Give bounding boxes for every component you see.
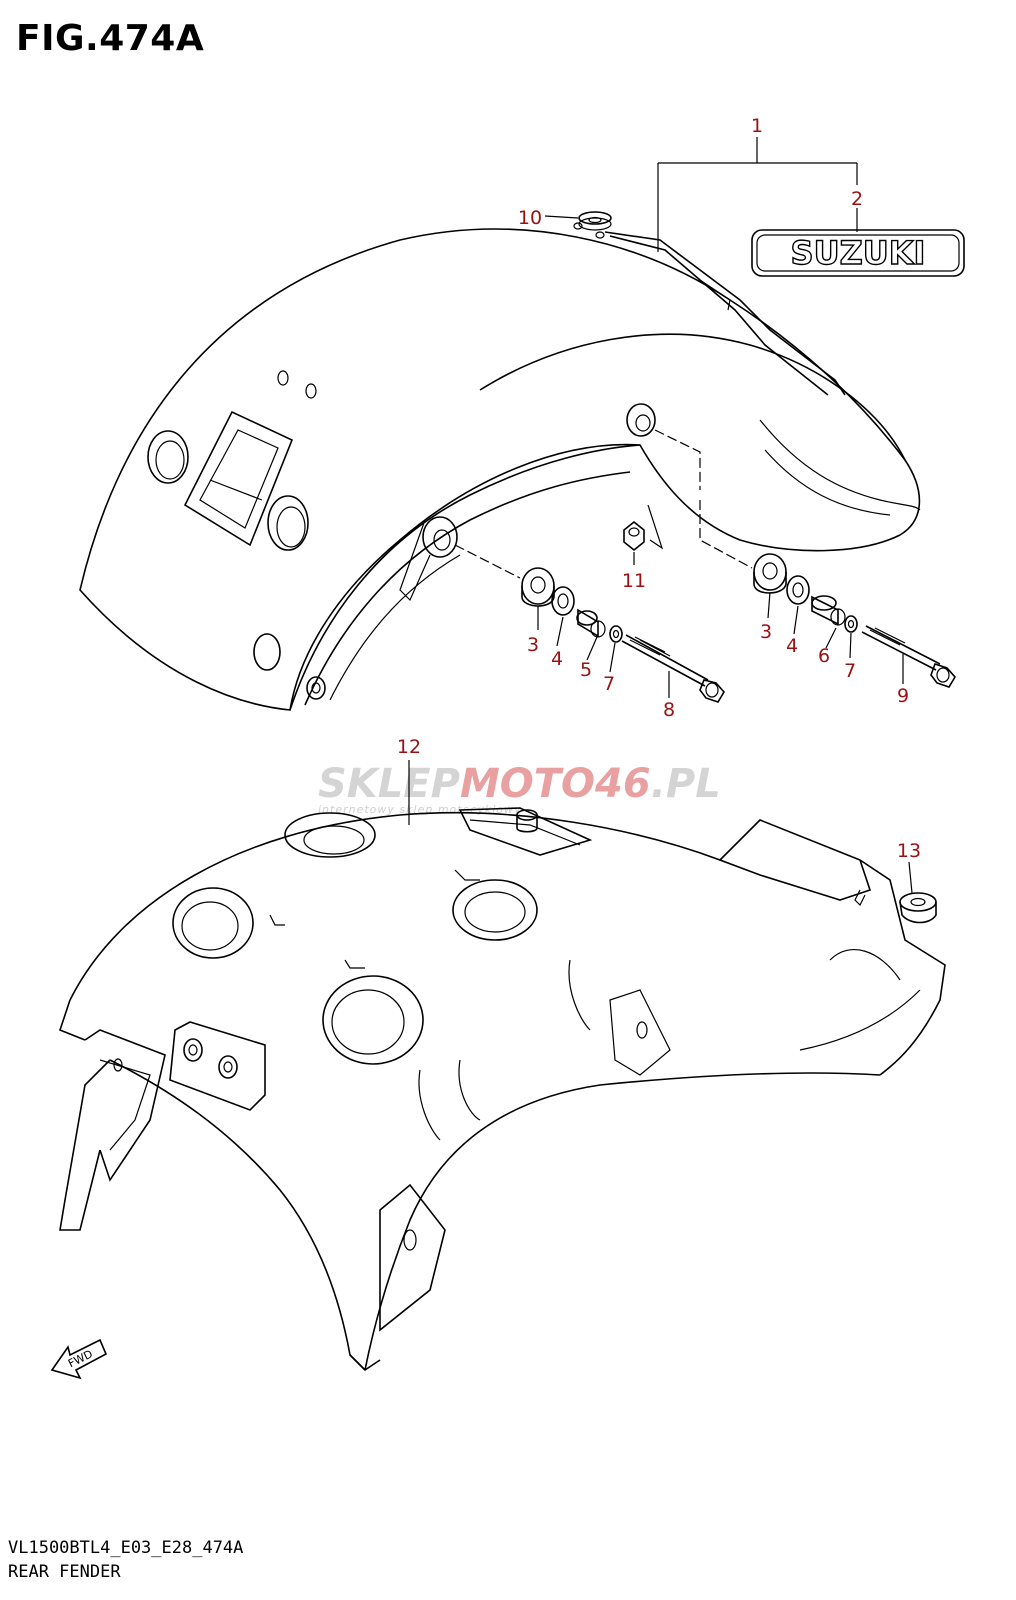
rear-fender-cover bbox=[79, 222, 921, 711]
inner-rear-fender bbox=[59, 807, 946, 1372]
section-name: REAR FENDER bbox=[8, 1562, 121, 1582]
callout-6: 6 bbox=[818, 645, 830, 667]
emblem-text: SUZUKI bbox=[791, 234, 926, 272]
watermark-brand-d: .PL bbox=[651, 761, 721, 807]
callout-8: 8 bbox=[663, 699, 675, 721]
figure-title: FIG.474A bbox=[16, 18, 205, 59]
nut-part-11 bbox=[623, 504, 664, 552]
hardware-right bbox=[654, 429, 956, 688]
callout-2: 2 bbox=[851, 188, 863, 210]
forward-arrow: FWD bbox=[50, 1338, 108, 1380]
watermark-brand-a: SKLEP bbox=[318, 761, 460, 807]
callout-3-right: 3 bbox=[760, 621, 772, 643]
svg-text:SKLEPMOTO46.PL: SKLEPMOTO46.PL bbox=[318, 761, 721, 807]
callout-7-left: 7 bbox=[603, 673, 615, 695]
callout-9: 9 bbox=[897, 685, 909, 707]
callout-12: 12 bbox=[397, 736, 421, 758]
grommet-part-10 bbox=[578, 211, 612, 231]
callout-4-right: 4 bbox=[786, 635, 798, 657]
leader-lines bbox=[408, 137, 913, 894]
watermark-brand-b: MOTO bbox=[460, 761, 595, 807]
callout-4-left: 4 bbox=[551, 648, 563, 670]
callout-7-right: 7 bbox=[844, 660, 856, 682]
model-code: VL1500BTL4_E03_E28_474A bbox=[8, 1538, 244, 1558]
callout-10: 10 bbox=[518, 207, 542, 229]
suzuki-emblem: SUZUKI bbox=[751, 229, 965, 277]
callout-5: 5 bbox=[580, 659, 592, 681]
grommet-part-13 bbox=[899, 892, 937, 924]
callout-1: 1 bbox=[751, 115, 763, 137]
callout-11: 11 bbox=[622, 570, 646, 592]
callout-numbers: 1 2 10 11 3 4 5 7 8 3 4 6 7 9 12 13 bbox=[397, 115, 921, 862]
callout-3-left: 3 bbox=[527, 634, 539, 656]
watermark-brand-c: 46 bbox=[594, 761, 651, 807]
hardware-left bbox=[454, 544, 725, 703]
callout-13: 13 bbox=[897, 840, 921, 862]
